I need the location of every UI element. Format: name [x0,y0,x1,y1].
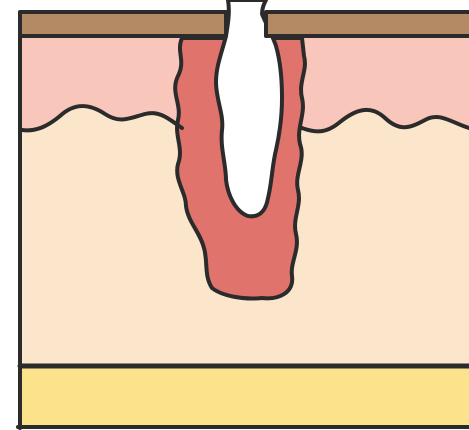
bottom-layer [22,368,469,426]
surface-strip-left [20,12,226,36]
surface-strip-right [266,12,469,36]
